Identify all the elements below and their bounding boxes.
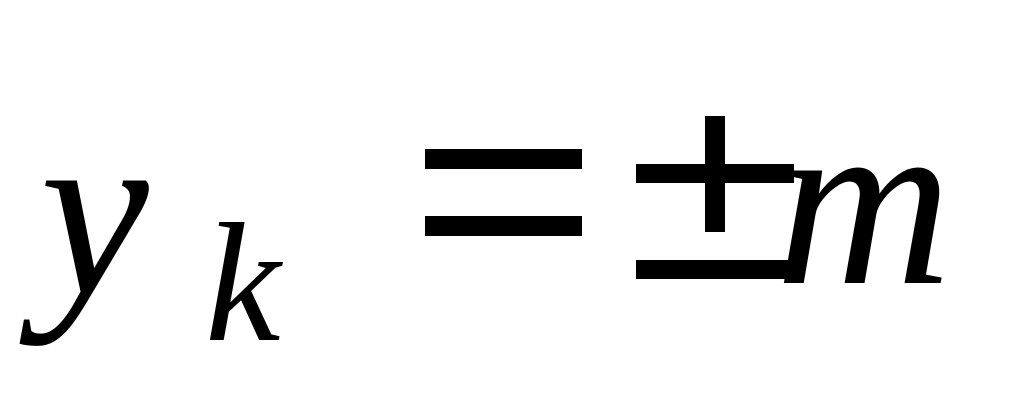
variable-y: y (40, 75, 149, 346)
plus-minus-underline-bar (636, 260, 794, 279)
equals-sign-top-bar (425, 149, 582, 169)
variable-m: m (775, 65, 952, 336)
plus-minus-horizontal-bar (636, 164, 794, 183)
equals-sign-bottom-bar (425, 216, 582, 236)
subscript-k: k (205, 189, 281, 377)
